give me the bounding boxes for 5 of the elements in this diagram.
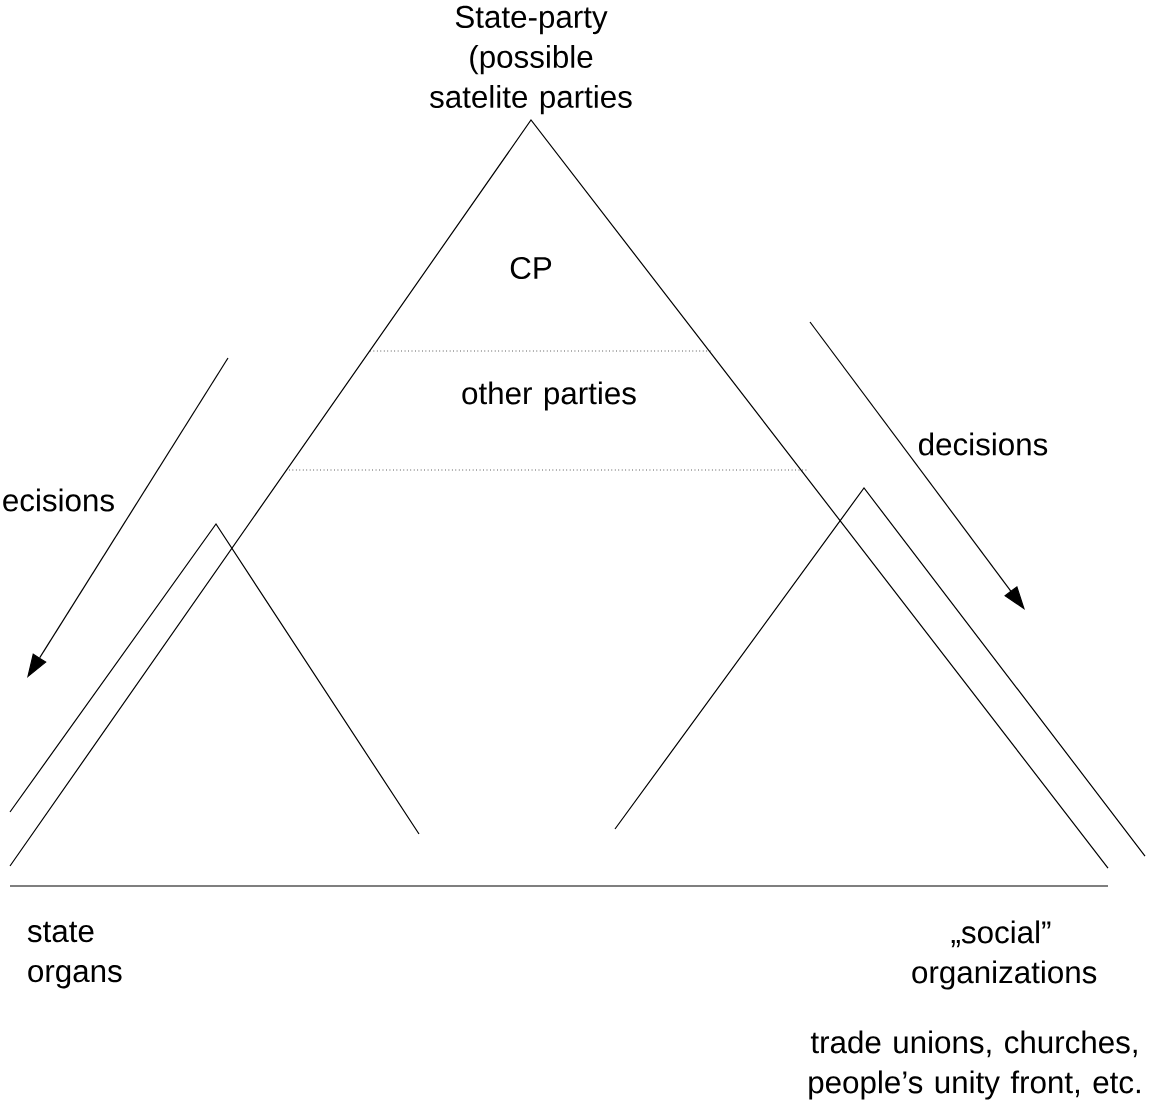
pyramid-band: CP xyxy=(369,256,713,352)
triangle: state organs xyxy=(9,522,420,989)
pyramid-band: other parties xyxy=(288,381,809,471)
arrow-label: decisions xyxy=(919,432,1048,456)
triangle: „social” organizations trade unions, churches, people’s unity front, etc. xyxy=(614,487,1146,1100)
